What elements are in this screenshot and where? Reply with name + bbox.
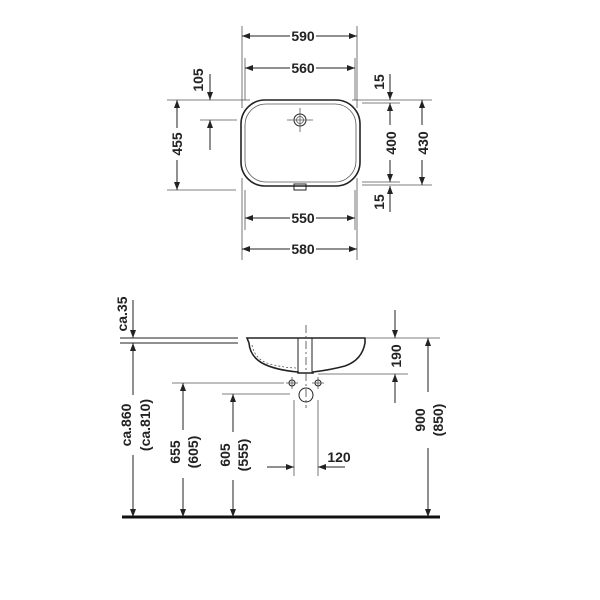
dim-label-15-top: 15: [371, 74, 387, 90]
dim-label-455: 455: [169, 132, 185, 156]
drain-outlet: [298, 387, 314, 403]
dim-label-ca860: ca.860: [118, 403, 134, 446]
basin-inner-contour: [251, 344, 299, 369]
dim-label-605: 605: [217, 443, 233, 467]
dim-label-590: 590: [291, 28, 315, 44]
label-background: [414, 392, 446, 448]
label-background: [170, 430, 202, 478]
basin-section: [245, 337, 366, 374]
dim-label-555: (555): [235, 439, 251, 472]
dim-label-190: 190: [388, 344, 404, 368]
dim-label-850: (850): [430, 404, 446, 437]
dim-label-ca810: (ca.810): [137, 399, 153, 451]
label-background: [122, 395, 158, 455]
dim-label-120: 120: [327, 449, 351, 465]
dim-label-580: 580: [291, 241, 315, 257]
overflow-tab: [293, 183, 307, 191]
basin-inner-outline: [244, 103, 357, 183]
dim-label-ca35: ca.35: [114, 296, 130, 331]
dim-label-900: 900: [412, 408, 428, 432]
dim-label-560: 560: [291, 60, 315, 76]
dim-label-605-alt: (605): [185, 436, 201, 469]
dim-label-105: 105: [190, 68, 206, 92]
top-view: 590 560 550 580 105 455 15 400: [167, 26, 432, 260]
dim-label-430: 430: [415, 131, 431, 155]
side-view: ca.35 ca.860 (ca.810) 655 (605) 605 (555…: [114, 296, 446, 519]
basin-outline: [240, 99, 361, 187]
label-background: [220, 432, 252, 480]
dim-label-400: 400: [383, 131, 399, 155]
dim-label-15-bottom: 15: [371, 194, 387, 210]
dim-label-550: 550: [291, 210, 315, 226]
dim-label-655: 655: [167, 440, 183, 464]
